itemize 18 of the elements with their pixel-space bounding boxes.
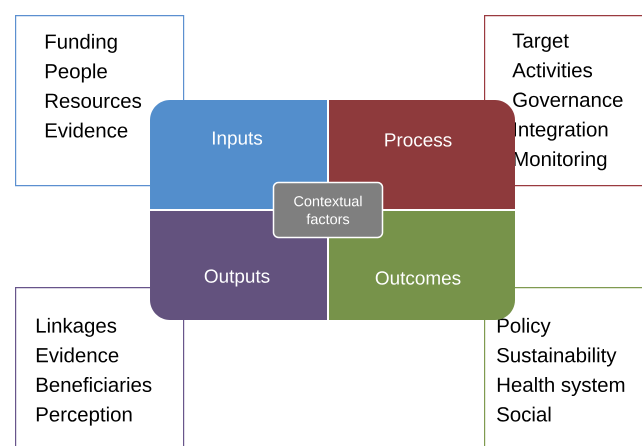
list-item: Governance: [513, 92, 623, 108]
list-item: Sustainability: [497, 347, 616, 366]
list-item: People: [46, 63, 107, 82]
list-item: Funding: [46, 34, 117, 53]
center-box: Contextual factors: [272, 182, 384, 238]
list-item: Integration: [514, 122, 608, 141]
list-item: Resources: [46, 94, 142, 108]
list-item: Activities: [512, 62, 592, 78]
list-item: Social: [497, 406, 550, 422]
list-item: Evidence: [46, 122, 128, 138]
list-item: Monitoring: [514, 151, 606, 170]
list-item: Beneficiaries: [36, 377, 152, 392]
list-item: Evidence: [36, 347, 118, 362]
list-item: Perception: [36, 406, 132, 426]
list-item: Policy: [498, 318, 551, 337]
list-item: Linkages: [36, 318, 116, 337]
list-item: Target: [512, 34, 569, 52]
list-item: Health system: [498, 377, 624, 396]
